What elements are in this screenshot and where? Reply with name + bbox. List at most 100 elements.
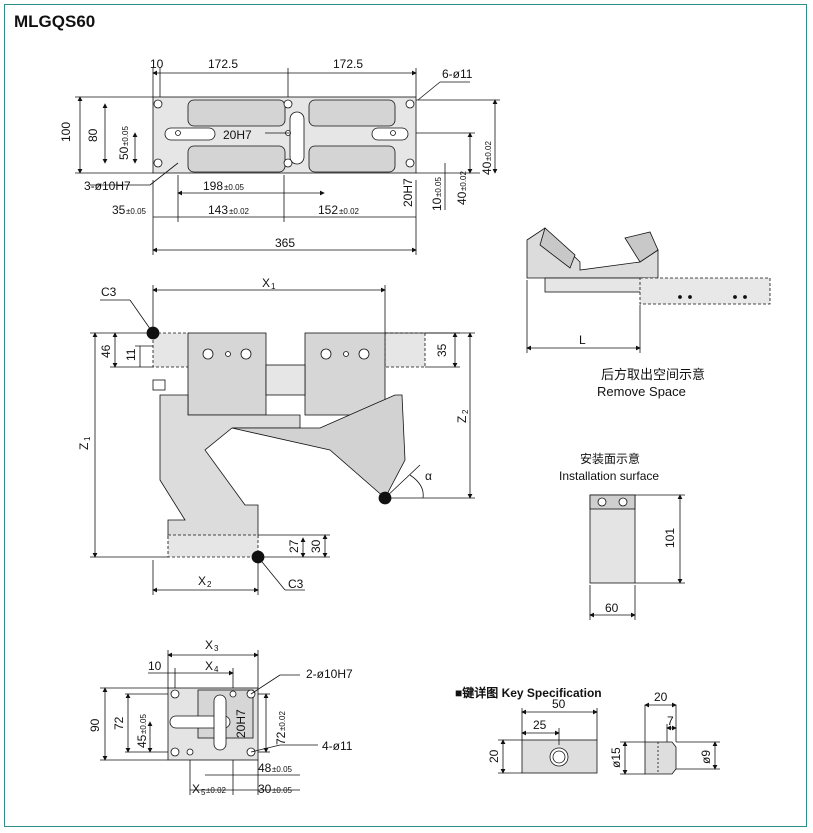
- bottom-rail-right: [308, 145, 396, 173]
- dim-35-tol: ±0.05: [126, 207, 147, 216]
- label-x3: X: [205, 638, 213, 652]
- remove-space-caption-cn: 后方取出空间示意: [601, 367, 705, 382]
- dim-152-tol: ±0.02: [339, 207, 360, 216]
- dim-46: 46: [99, 344, 113, 358]
- dim-6-holes: 6-ø11: [442, 67, 473, 81]
- label-x4-sub: 4: [214, 665, 219, 674]
- dim-198-tol: ±0.05: [224, 183, 245, 192]
- dim-72-right-tol: ±0.02: [278, 710, 287, 731]
- front-view: [90, 285, 475, 595]
- dim-48: 48: [258, 761, 272, 775]
- dim-30-bottom: 30: [258, 782, 272, 796]
- label-z1: Z: [77, 443, 91, 450]
- label-x1: X: [262, 276, 270, 290]
- slot-center: [289, 111, 305, 165]
- install-surface-view: [589, 494, 685, 620]
- key-dim-20-width: 20: [654, 690, 668, 704]
- label-x5: X: [192, 782, 200, 796]
- front-view-labels: C3 X 1 46 11 35 Z 1 Z 2 α 27 30 X 2 C3: [77, 276, 470, 591]
- page-title: MLGQS60: [14, 12, 96, 31]
- dim-10-vertical: 10: [430, 197, 444, 211]
- key-spec-view: [498, 702, 720, 775]
- label-x4: X: [205, 659, 213, 673]
- install-surface-labels: 安装面示意 Installation surface 101 60: [559, 451, 677, 615]
- top-view: [75, 68, 500, 255]
- body-left: [159, 394, 301, 539]
- dim-40-b: 40: [480, 161, 494, 175]
- label-z1-sub: 1: [83, 436, 92, 441]
- dim-365: 365: [275, 236, 295, 250]
- label-x5-tol: ±0.02: [206, 786, 227, 795]
- bottom-rail-left: [187, 145, 286, 173]
- label-x1-sub: 1: [271, 282, 276, 291]
- install-caption-cn: 安装面示意: [580, 451, 640, 466]
- dim-30-front: 30: [309, 539, 323, 553]
- label-alpha: α: [425, 469, 432, 483]
- bottom-view: [100, 650, 318, 795]
- key-dim-9: ø9: [699, 750, 713, 764]
- bottom-slot-v: [213, 694, 227, 751]
- slider-block-right: [304, 332, 386, 416]
- install-caption-en: Installation surface: [559, 469, 659, 483]
- dim-143-tol: ±0.02: [229, 207, 250, 216]
- dim-101: 101: [663, 528, 677, 548]
- key-spec-heading: ■键详图 Key Specification: [455, 685, 602, 700]
- top-view-dims: 10 172.5 172.5 6-ø11 100 80 50 ±0.05 20H…: [59, 57, 494, 250]
- key-dim-25: 25: [533, 718, 547, 732]
- dim-45: 45: [135, 734, 149, 748]
- dim-198: 198: [203, 179, 223, 193]
- key-dim-20-height: 20: [487, 749, 501, 763]
- dim-72-right: 72: [274, 731, 288, 745]
- dim-40-a-tol: ±0.02: [459, 170, 468, 191]
- dim-50-tol: ±0.05: [121, 125, 130, 146]
- label-l: L: [579, 333, 586, 347]
- dim-10: 10: [150, 57, 164, 71]
- dim-20h7-vertical: 20H7: [401, 178, 415, 207]
- top-rail-left: [187, 99, 286, 127]
- dim-30-bottom-tol: ±0.05: [272, 786, 293, 795]
- dim-60: 60: [605, 601, 619, 615]
- remove-space-view: [526, 227, 771, 353]
- key-spec-labels: ■键详图 Key Specification 50 25 20 20 7 ø15…: [455, 685, 713, 768]
- dim-35-front: 35: [435, 343, 449, 357]
- dim-11: 11: [124, 348, 138, 361]
- dim-40-a: 40: [455, 191, 469, 205]
- label-c3-top: C3: [101, 285, 117, 299]
- key-end-view: [644, 741, 677, 775]
- label-4-holes: 4-ø11: [322, 739, 353, 753]
- dim-48-tol: ±0.05: [272, 765, 293, 774]
- dim-45-tol: ±0.05: [139, 713, 148, 734]
- dim-40-b-tol: ±0.02: [484, 140, 493, 161]
- dim-35: 35: [112, 203, 126, 217]
- slider-block-left: [187, 332, 267, 416]
- drawing-frame: [4, 4, 807, 827]
- dim-10-bottom: 10: [148, 659, 162, 673]
- dim-27: 27: [287, 539, 301, 553]
- bottom-view-labels: X 3 10 X 4 2-ø10H7 90 72 45 ±0.05 20H7 7…: [88, 638, 353, 797]
- dim-72: 72: [112, 716, 126, 730]
- slot-left: [164, 127, 216, 141]
- dim-3-holes: 3-ø10H7: [84, 179, 131, 193]
- label-2-holes: 2-ø10H7: [306, 667, 353, 681]
- dim-172-5-right: 172.5: [333, 57, 363, 71]
- dim-143: 143: [208, 203, 228, 217]
- label-x2-sub: 2: [207, 580, 212, 589]
- top-rail-right: [308, 99, 396, 127]
- dim-152: 152: [318, 203, 338, 217]
- dim-90: 90: [88, 718, 102, 732]
- key-dim-15: ø15: [609, 747, 623, 768]
- key-dim-50: 50: [552, 697, 566, 711]
- slot-right: [371, 127, 409, 141]
- body-right-arm: [231, 394, 406, 499]
- dim-20h7-bottom: 20H7: [234, 709, 248, 738]
- label-c3-bottom: C3: [288, 577, 304, 591]
- key-dim-7: 7: [667, 714, 674, 728]
- label-x3-sub: 3: [214, 644, 219, 653]
- dim-100: 100: [59, 122, 73, 142]
- dim-20h7: 20H7: [223, 128, 252, 142]
- label-x5-sub: 5: [201, 788, 206, 797]
- dim-50: 50: [117, 146, 131, 160]
- dim-172-5-left: 172.5: [208, 57, 238, 71]
- remove-space-labels: L 后方取出空间示意 Remove Space: [579, 333, 705, 399]
